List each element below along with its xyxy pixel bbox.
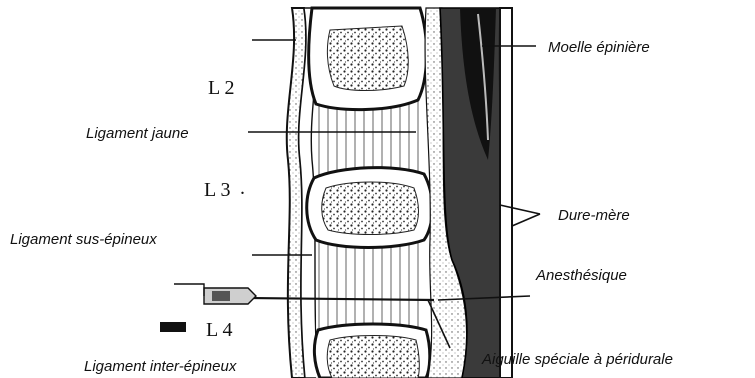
label-l3: L 3 xyxy=(204,179,230,201)
label-anesthesique: Anesthésique xyxy=(535,267,627,284)
label-moelle-epiniere: Moelle épinière xyxy=(548,39,650,56)
label-aiguille-peridurale: Aiguille spéciale à péridurale xyxy=(481,351,673,368)
vertebra-l4-core xyxy=(327,336,419,378)
vertebra-l3-core xyxy=(322,182,419,235)
pointer-dure-mere-b xyxy=(512,214,540,226)
needle-hub-detail xyxy=(212,291,230,301)
label-l3-dot: . xyxy=(240,177,245,199)
label-ligament-inter-epineux: Ligament inter-épineux xyxy=(84,358,237,375)
vertebra-l2-core xyxy=(327,26,408,91)
label-dure-mere: Dure-mère xyxy=(558,207,630,224)
spine-anatomy xyxy=(287,8,512,378)
label-l4: L 4 xyxy=(206,319,232,341)
label-ligament-sus-epineux: Ligament sus-épineux xyxy=(10,231,157,248)
outer-wall xyxy=(500,8,512,378)
wing-tab-icon xyxy=(160,322,186,332)
label-ligament-jaune: Ligament jaune xyxy=(86,125,189,142)
needle-tail-line xyxy=(174,284,204,296)
label-l2: L 2 xyxy=(208,77,234,99)
